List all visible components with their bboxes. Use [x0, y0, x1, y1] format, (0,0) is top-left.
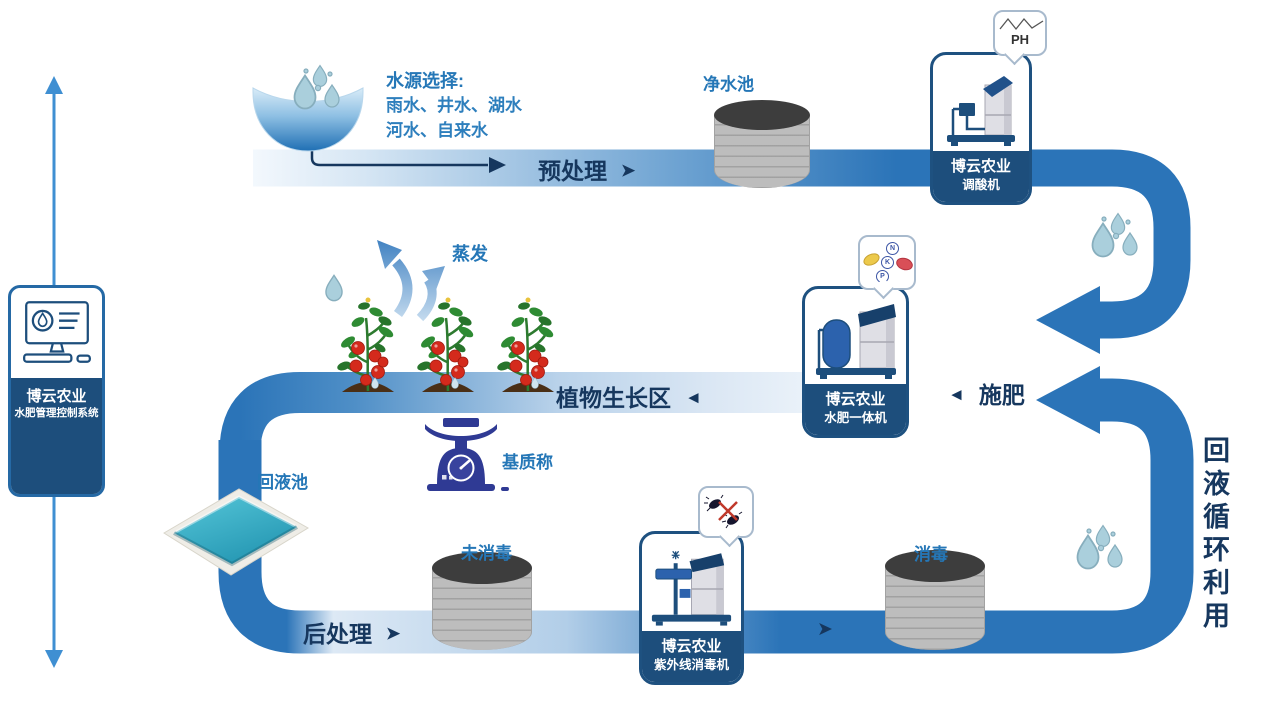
fertilizer-bubble: N K P: [858, 235, 916, 300]
label-recycle-vertical: 回液循环利用: [1199, 436, 1229, 634]
tank-lid: [432, 552, 532, 584]
germ-crossed-icon: [704, 494, 743, 529]
droplet-single: [325, 274, 343, 302]
label-disinfected: 消毒: [914, 545, 948, 564]
ph-label: PH: [1010, 32, 1030, 47]
label-substrate-scale: 基质称: [502, 453, 553, 472]
uv-machine-label: 博云农业 紫外线消毒机: [642, 631, 741, 682]
droplets-top-loop: [1093, 214, 1138, 257]
arrow-right-icon: ➤: [817, 619, 833, 640]
return-pool-icon: [163, 488, 309, 576]
arrow-right-icon: ➤: [621, 160, 636, 180]
fertilizer-machine-art: [805, 289, 906, 384]
top-band-pre-treatment: [253, 149, 1191, 339]
disinfected-tank: [885, 550, 985, 652]
tank-lid: [714, 100, 810, 130]
label-evaporation: 蒸发: [452, 244, 488, 264]
label-return-pool: 回液池: [257, 473, 308, 492]
water-source-text: 水源选择: 雨水、井水、湖水 河水、自来水: [386, 68, 522, 143]
germ-kill-bubble: [698, 486, 754, 548]
uv-machine-box: 博云农业 紫外线消毒机: [639, 531, 744, 685]
water-source-title: 水源选择:: [386, 71, 464, 91]
label-plant-zone: 植物生长区 ◄: [556, 385, 702, 411]
arrow-left-icon: ◄: [685, 387, 702, 407]
ph-bubble: PH: [993, 10, 1047, 66]
arrow-right-icon: ➤: [386, 623, 401, 643]
fertilizer-machine-label: 博云农业 水肥一体机: [805, 384, 906, 435]
bottom-loop-arrowhead: [1036, 366, 1100, 434]
bottom-band-post-treatment: [218, 378, 1194, 654]
acid-machine-label: 博云农业 调酸机: [933, 151, 1029, 202]
ph-wave-icon: [999, 17, 1044, 31]
control-system-label: 博云农业 水肥管理控制系统: [11, 378, 102, 494]
acid-machine-box: 博云农业 调酸机: [930, 52, 1032, 205]
water-source-line1: 雨水、井水、湖水: [386, 96, 522, 116]
source-connector-line: [310, 140, 506, 173]
top-loop-arrowhead: [1036, 286, 1100, 354]
fertilizer-pellet-red: [894, 255, 915, 273]
nutrient-k-icon: K: [881, 256, 894, 269]
clean-pool-tank: [714, 100, 810, 190]
control-system-box: 博云农业 水肥管理控制系统: [8, 285, 105, 497]
evaporation-arrows: [377, 240, 445, 322]
arrow-left-icon: ◄: [948, 384, 965, 404]
label-undisinfected: 未消毒: [461, 544, 512, 563]
label-fertilize: ◄ 施肥: [948, 382, 1025, 408]
uv-machine-art: [642, 534, 741, 631]
droplets-bottom-loop: [1078, 526, 1123, 569]
label-pre-treatment: 预处理 ➤: [538, 158, 636, 184]
control-monitor-icon: [11, 288, 102, 378]
tank-lid: [885, 550, 985, 582]
undisinfected-tank: [432, 552, 532, 652]
label-post-treatment: 后处理 ➤: [303, 621, 401, 647]
water-source-line2: 河水、自来水: [386, 120, 488, 140]
fertilizer-pellet-yellow: [861, 250, 882, 269]
nutrient-n-icon: N: [886, 242, 899, 255]
fertilizer-machine-box: 博云农业 水肥一体机: [802, 286, 909, 438]
label-clean-pool: 净水池: [703, 75, 754, 94]
substrate-scale-icon: [425, 418, 509, 491]
acid-machine-art: [933, 55, 1029, 151]
